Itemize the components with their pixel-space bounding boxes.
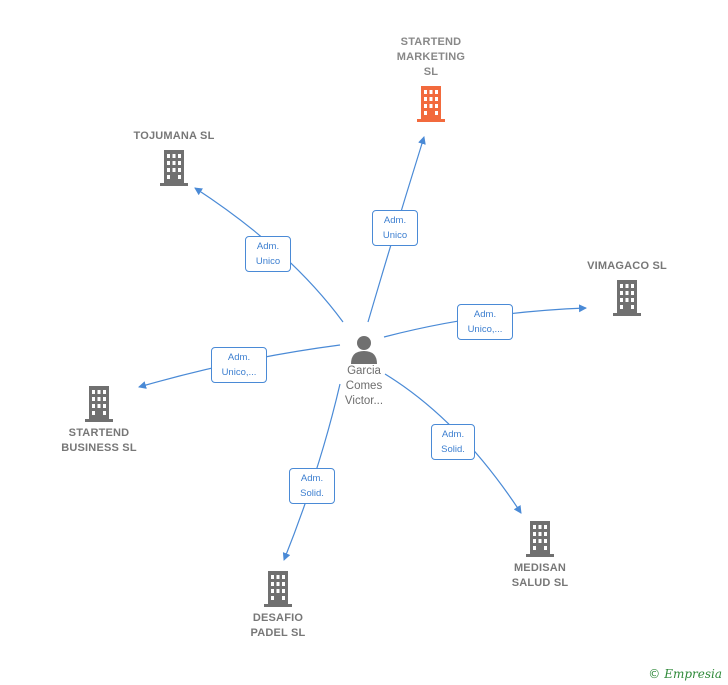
relation-line-2: Unico,...	[467, 324, 503, 335]
relation-label-startend-marketing[interactable]: Adm. Unico	[372, 210, 418, 246]
company-name-line-1: STARTEND	[400, 36, 462, 48]
building-icon	[160, 150, 188, 186]
company-name-line-1: STARTEND	[68, 427, 130, 439]
company-name-line-2: SALUD SL	[511, 577, 569, 589]
building-icon	[417, 86, 445, 122]
relation-line-2: Unico	[255, 256, 281, 267]
relation-line-1: Adm.	[383, 215, 407, 226]
company-tojumana[interactable]: TOJUMANA SL	[119, 129, 229, 186]
relation-line-1: Adm.	[227, 352, 251, 363]
relation-line-1: Adm.	[256, 241, 280, 252]
relation-label-medisan-salud[interactable]: Adm. Solid.	[431, 424, 475, 460]
company-name-line-2: BUSINESS SL	[61, 442, 137, 454]
relation-line-1: Adm.	[441, 429, 465, 440]
company-medisan-salud[interactable]: MEDISAN SALUD SL	[485, 521, 595, 591]
relation-label-desafio-padel[interactable]: Adm. Solid.	[289, 468, 335, 504]
watermark-brand: Empresia	[664, 667, 722, 681]
building-icon	[613, 280, 641, 316]
copyright-symbol: ©	[648, 667, 661, 681]
relation-line-1: Adm.	[473, 309, 497, 320]
company-name-line-1: MEDISAN	[513, 562, 567, 574]
building-icon	[526, 521, 554, 557]
person-name-line-3: Victor...	[344, 395, 384, 407]
company-startend-marketing[interactable]: STARTEND MARKETING SL	[381, 35, 481, 122]
relation-line-2: Solid.	[441, 444, 465, 455]
company-desafio-padel[interactable]: DESAFIO PADEL SL	[223, 571, 333, 641]
company-name-line-1: DESAFIO	[252, 612, 304, 624]
empresia-watermark: ©Empresia	[648, 667, 722, 681]
company-name-line-1: VIMAGACO SL	[587, 260, 667, 272]
person-icon	[351, 336, 377, 364]
company-name-line-3: SL	[423, 66, 439, 78]
relation-label-startend-business[interactable]: Adm. Unico,...	[211, 347, 267, 383]
building-icon	[264, 571, 292, 607]
company-name-line-2: PADEL SL	[250, 627, 306, 639]
relation-line-2: Unico,...	[221, 367, 257, 378]
company-startend-business[interactable]: STARTEND BUSINESS SL	[44, 386, 154, 456]
company-vimagaco[interactable]: VIMAGACO SL	[572, 259, 682, 316]
relation-label-vimagaco[interactable]: Adm. Unico,...	[457, 304, 513, 340]
person-node[interactable]: Garcia Comes Victor...	[332, 334, 396, 409]
person-name-line-1: Garcia	[347, 365, 381, 377]
relation-line-1: Adm.	[300, 473, 324, 484]
building-icon	[85, 386, 113, 422]
relation-line-2: Unico	[382, 230, 408, 241]
company-name-line-1: TOJUMANA SL	[133, 130, 215, 142]
relation-label-tojumana[interactable]: Adm. Unico	[245, 236, 291, 272]
relation-line-2: Solid.	[300, 488, 324, 499]
person-name-line-2: Comes	[345, 380, 383, 392]
company-name-line-2: MARKETING	[396, 51, 466, 63]
